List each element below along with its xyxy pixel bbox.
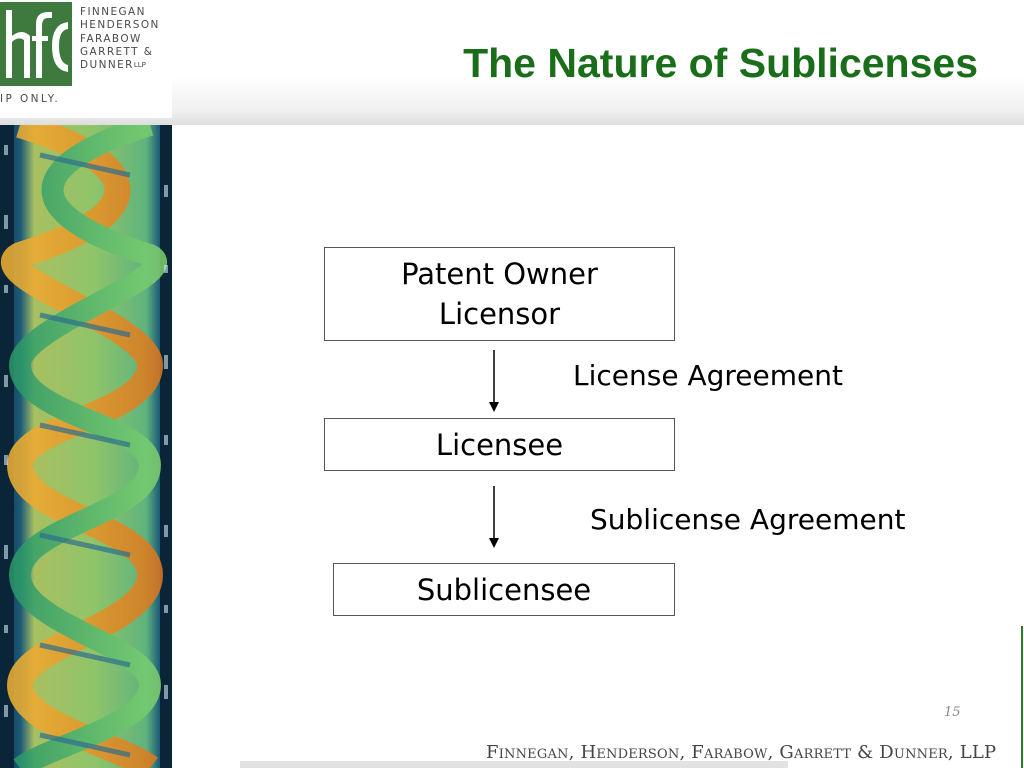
logo-word: FARABOW bbox=[80, 32, 142, 45]
page-title: The Nature of Sublicenses bbox=[463, 40, 978, 86]
node-label: Sublicensee bbox=[416, 572, 592, 607]
node-label: Licensor bbox=[438, 297, 561, 331]
slide-header: FINNEGAN HENDERSON FARABOW GARRETT & DUN… bbox=[0, 0, 1024, 125]
arrow-down-icon bbox=[489, 486, 499, 548]
firm-logo: FINNEGAN HENDERSON FARABOW GARRETT & DUN… bbox=[0, 0, 172, 118]
node-licensee: Licensee bbox=[324, 418, 675, 471]
arrow-down-icon bbox=[489, 350, 499, 412]
hfc-monogram-icon bbox=[0, 2, 72, 86]
logo-word: DUNNER bbox=[80, 59, 134, 72]
logo-suffix: LLP bbox=[133, 61, 146, 70]
node-label: Patent Owner bbox=[401, 257, 598, 291]
logo-word-last: DUNNERLLP bbox=[80, 59, 172, 72]
logo-word: FINNEGAN bbox=[80, 6, 146, 18]
node-sublicensee: Sublicensee bbox=[333, 563, 675, 616]
logo-tagline: IP ONLY. bbox=[0, 93, 61, 105]
dna-helix-icon bbox=[0, 125, 172, 768]
edge-label-sublicense: Sublicense Agreement bbox=[590, 503, 906, 536]
page-number: 15 bbox=[944, 705, 961, 720]
logo-word: GARRETT & bbox=[80, 45, 154, 58]
node-label: Licensee bbox=[435, 427, 564, 462]
node-patent-owner: Patent Owner Licensor bbox=[324, 247, 675, 341]
logo-word: HENDERSON bbox=[80, 19, 160, 32]
footer-firm-name: Finnegan, Henderson, Farabow, Garrett & … bbox=[486, 742, 997, 763]
accent-line bbox=[1021, 626, 1023, 768]
footer-bar bbox=[240, 761, 788, 768]
edge-label-license: License Agreement bbox=[573, 359, 843, 392]
logo-wordmark: FINNEGAN HENDERSON FARABOW GARRETT & DUN… bbox=[80, 6, 172, 72]
